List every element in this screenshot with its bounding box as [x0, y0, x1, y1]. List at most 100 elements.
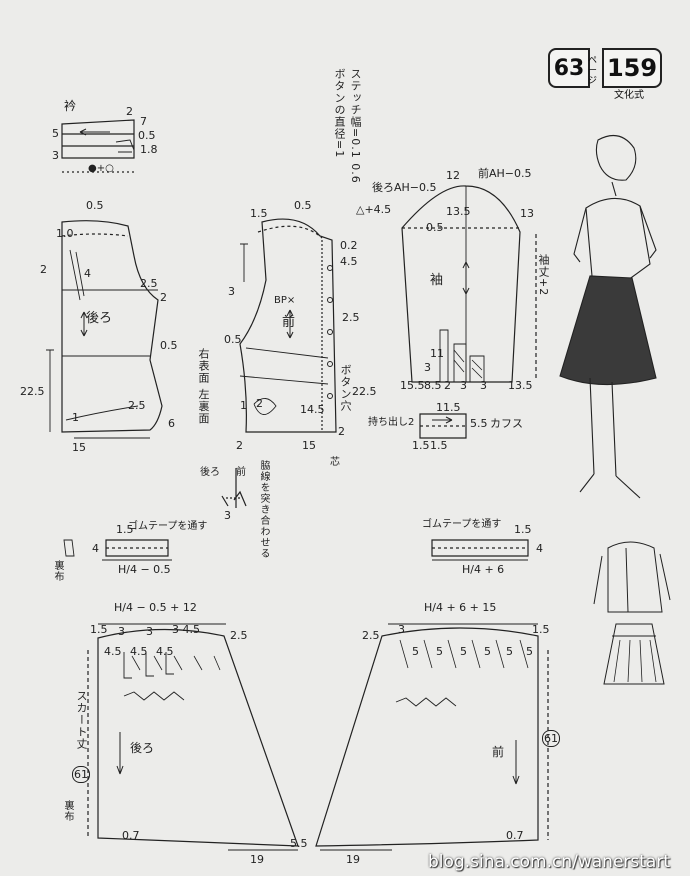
pattern-number: 159 — [602, 48, 662, 88]
skirt-back-m-15: 1.5 — [90, 623, 108, 636]
skirt-front-m-15: 1.5 — [532, 623, 550, 636]
skirt-back-top-formula: H/4 − 0.5 + 12 — [114, 601, 197, 614]
front-m-1: 1 — [240, 399, 247, 412]
front-skirt — [315, 623, 549, 851]
waistband-front — [431, 539, 529, 561]
skirt-front-m-5a: 5 — [412, 645, 419, 658]
front-label: 前 — [282, 315, 296, 330]
band-back-formula: H/4 − 0.5 — [118, 563, 171, 576]
elastic-front-label: ゴムテープを通す — [422, 519, 502, 530]
cuff-m-15a: 1.5 — [412, 439, 430, 452]
sleeve-m-11: 11 — [430, 347, 444, 360]
back-m-25: 2.5 — [140, 277, 158, 290]
sleeve-m-3b: 3 — [480, 379, 487, 392]
skirt-front-m-25: 2.5 — [362, 629, 380, 642]
lining-label: 裏布 — [52, 560, 63, 582]
back-m-10: 1.0 — [56, 227, 74, 240]
back-armhole-label: 後ろAH−0.5 — [372, 181, 437, 194]
skirt-thumbnail — [603, 623, 665, 685]
band-front-formula: H/4 + 6 — [462, 563, 505, 576]
band-front-m-15: 1.5 — [514, 523, 532, 536]
page-number: 63 — [548, 48, 590, 88]
skirt-back-m-07: 0.7 — [122, 829, 140, 842]
front-armhole-label: 前AH−0.5 — [478, 167, 532, 180]
cuff-m-15b: 1.5 — [430, 439, 448, 452]
back-m-25b: 2.5 — [128, 399, 146, 412]
front-bodice — [239, 218, 337, 433]
skirt-length-label: スカート丈 — [75, 690, 88, 750]
front-m-15b: 15 — [302, 439, 316, 452]
collar-m-2: 2 — [126, 105, 133, 118]
front-m-3: 3 — [228, 285, 235, 298]
back-skirt — [87, 623, 299, 851]
side-seam-m-3: 3 — [224, 509, 231, 522]
front-m-225: 22.5 — [352, 385, 377, 398]
back-m-2: 2 — [40, 263, 47, 276]
shirt-thumbnail — [593, 541, 671, 613]
small-back-icon — [63, 539, 75, 557]
stitch-width-note: ステッチ幅=0.1 0.6 — [349, 68, 362, 184]
back-m-15: 15 — [72, 441, 86, 454]
front-m-2c: 2 — [338, 425, 345, 438]
bp-label: BP× — [274, 295, 296, 306]
back-bodice — [46, 220, 163, 439]
back-m-6: 6 — [168, 417, 175, 430]
sleeve-m-05: 0.5 — [426, 221, 444, 234]
sleeve-m-13: 13 — [520, 207, 534, 220]
model-figure — [559, 134, 657, 499]
sleeve-m-2: 2 — [444, 379, 451, 392]
skirt-back-m-25: 2.5 — [230, 629, 248, 642]
skirt-front-m-19: 19 — [346, 853, 360, 866]
skirt-front-m-5f: 5 — [526, 645, 533, 658]
front-m-2b: 2 — [236, 439, 243, 452]
watermark: blog.sina.com.cn/wanerstart — [428, 852, 670, 872]
skirt-back-m-45c: 4.5 — [156, 645, 174, 658]
collar-m-3: 3 — [52, 149, 59, 162]
skirt-front-m-07: 0.7 — [506, 829, 524, 842]
cuff-m-55: 5.5 — [470, 417, 488, 430]
waistband-back — [102, 539, 172, 561]
skirt-back-m-55: 5.5 — [290, 837, 308, 850]
collar-m-7: 7 — [140, 115, 147, 128]
sleeve-m-45: △+4.5 — [356, 203, 392, 216]
front-buttons — [327, 265, 333, 399]
cuffs-label: カフス — [490, 417, 523, 430]
skirt-back-m-45b: 4.5 — [130, 645, 148, 658]
sleeve-m-3c: 3 — [424, 361, 431, 374]
buttonhole-label: ボタン穴 — [339, 364, 352, 412]
skirt-front-m-3: 3 — [398, 623, 405, 636]
skirt-back-m-45a: 4.5 — [104, 645, 122, 658]
front-skirt-label: 前 — [492, 745, 505, 759]
front-m-2: 2 — [256, 397, 263, 410]
skirt-front-m-5d: 5 — [484, 645, 491, 658]
back-m-1: 1 — [72, 411, 79, 424]
interfacing-label: 芯 — [330, 457, 340, 468]
back-m-4: 4 — [84, 267, 91, 280]
skirt-back-m-3b: 3 — [146, 625, 153, 638]
skirt-back-m-19: 19 — [250, 853, 264, 866]
side-seam-diagram — [221, 468, 247, 508]
back-m-05b: 0.5 — [160, 339, 178, 352]
sleeve-m-155: 15.5 — [400, 379, 425, 392]
sleeve-m-85: 8.5 — [424, 379, 442, 392]
side-back-label: 後ろ — [200, 467, 220, 478]
face-note: 右表面 左裏面 — [197, 348, 210, 425]
sleeve-m-135: 13.5 — [446, 205, 471, 218]
cuff-piece — [419, 413, 467, 439]
band-front-m-4: 4 — [536, 542, 543, 555]
band-back-m-15: 1.5 — [116, 523, 134, 536]
collar-m-05: 0.5 — [138, 129, 156, 142]
side-seam-note: 脇線を突き合わせる — [258, 460, 269, 559]
back-label: 後ろ — [86, 311, 113, 326]
button-diameter-note: ボタンの直径=1 — [333, 68, 346, 159]
collar-piece — [61, 119, 135, 173]
pattern-badge: 63 ページ 159 文化式 — [548, 48, 662, 101]
front-m-05b: 0.5 — [224, 333, 242, 346]
skirt-back-m-345: 3 4.5 — [172, 623, 200, 636]
front-m-145: 14.5 — [300, 403, 325, 416]
brand-label: 文化式 — [614, 90, 644, 101]
front-m-15: 1.5 — [250, 207, 268, 220]
back-m-05: 0.5 — [86, 199, 104, 212]
